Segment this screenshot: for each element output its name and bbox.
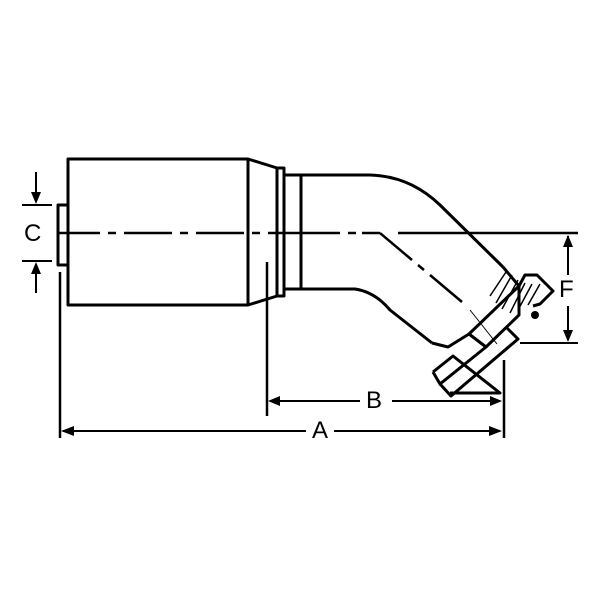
dimension-label-c: C (22, 220, 44, 247)
hose-stub (56, 203, 68, 267)
tube-outer-edge (301, 173, 505, 269)
nut-hatching (489, 271, 541, 314)
dimension-label-f: F (557, 276, 576, 303)
centerline (58, 231, 578, 303)
o-ring (531, 311, 539, 319)
dimension-label-a: A (310, 417, 331, 444)
tube-inner-edge (301, 287, 433, 345)
swivel-nut (431, 266, 521, 349)
seat-end (517, 273, 555, 308)
dimension-label-b: B (364, 387, 385, 414)
